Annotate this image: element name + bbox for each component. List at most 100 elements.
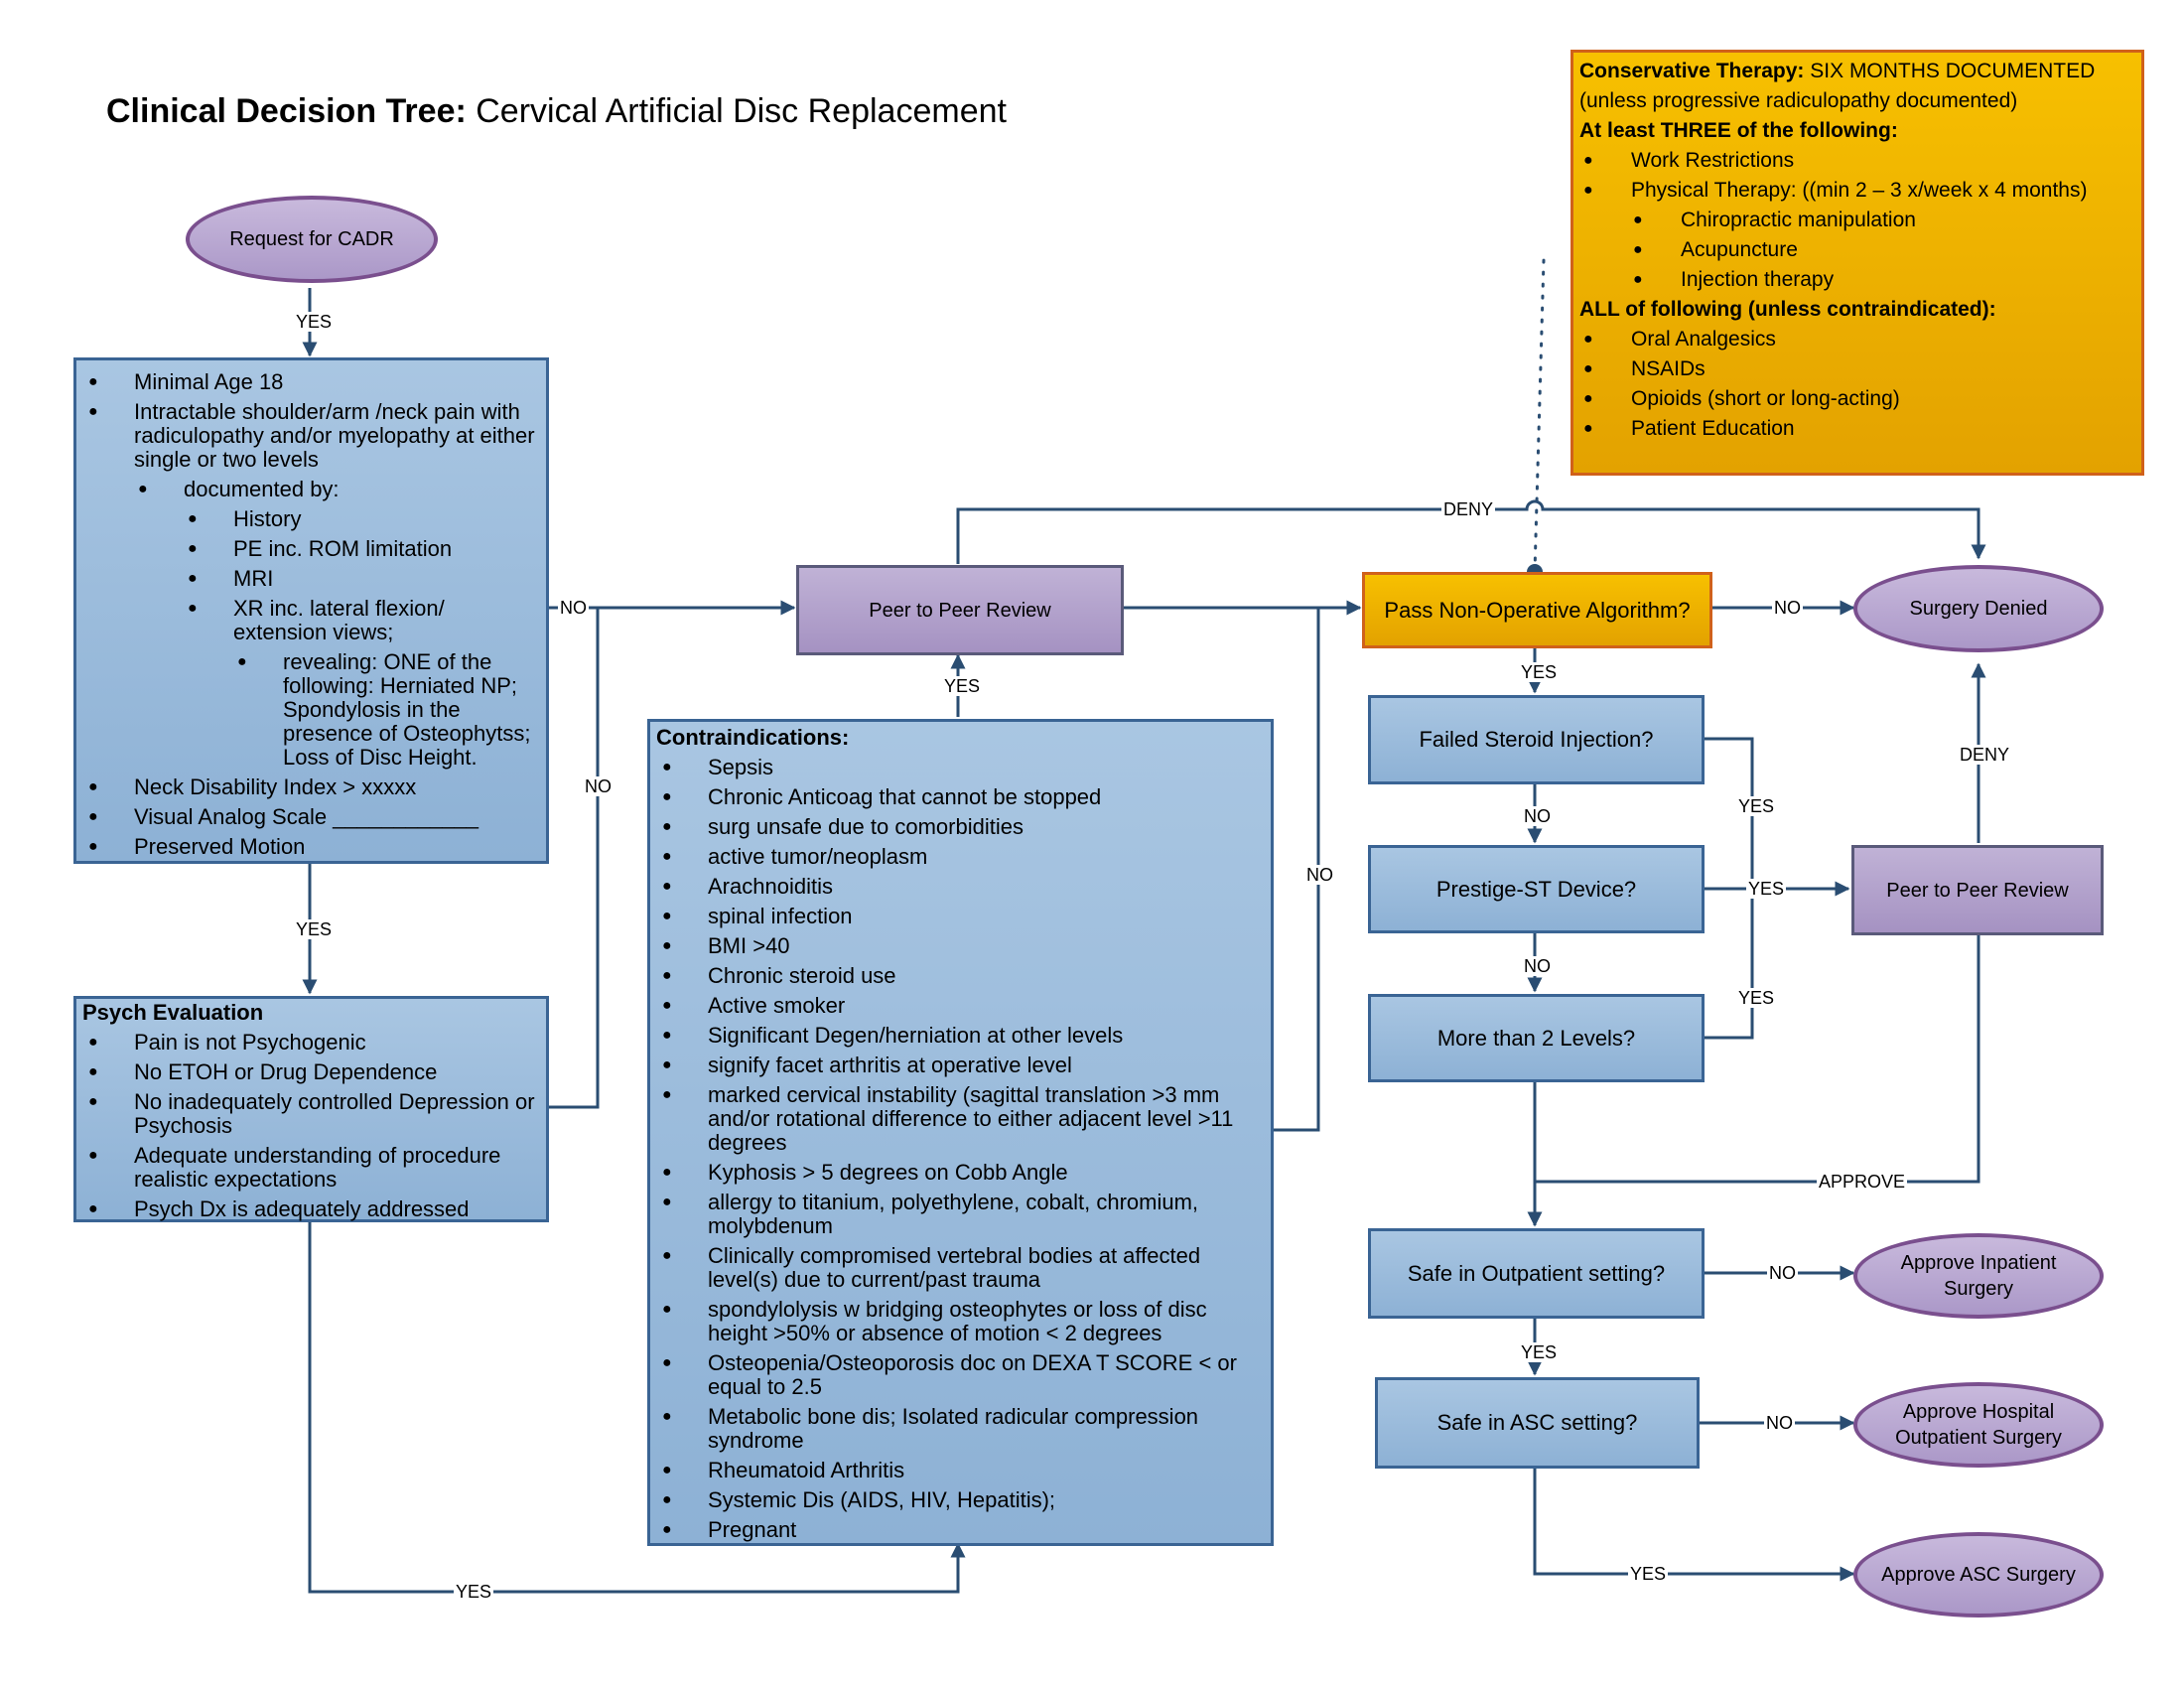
criteria-item: History [82,507,540,532]
title-bold: Clinical Decision Tree: [106,92,467,130]
edge-label-outpatient-no: NO [1767,1263,1798,1283]
peer-review-node-2: Peer to Peer Review [1851,845,2104,935]
pass-non-operative-node: Pass Non-Operative Algorithm? [1362,572,1712,648]
criteria-item: Intractable shoulder/arm /neck pain with… [82,400,540,472]
conservative-therapy-box: Conservative Therapy: SIX MONTHS DOCUMEN… [1570,50,2144,476]
edge-psych-to-contra [308,1218,966,1594]
edge-label-contra-no: NO [1304,865,1335,885]
safe-outpatient-label: Safe in Outpatient setting? [1407,1260,1666,1286]
conservative-subitem: Injection therapy [1579,265,2135,295]
approve-asc-node: Approve ASC Surgery [1853,1532,2104,1618]
edge-label-pass-yes: YES [1519,662,1560,682]
edge-label-criteria-yes: YES [294,919,335,939]
contraindication-item: Systemic Dis (AIDS, HIV, Hepatitis); [656,1488,1265,1513]
contraindication-item: BMI >40 [656,934,1265,959]
contraindication-item: active tumor/neoplasm [656,845,1265,870]
conservative-item: Work Restrictions [1579,146,2135,176]
conservative-item: Opioids (short or long-acting) [1579,384,2135,414]
edge-label-peer1-deny: DENY [1441,499,1496,519]
contraindication-item: Osteopenia/Osteoporosis doc on DEXA T SC… [656,1351,1265,1399]
psych-header: Psych Evaluation [82,1000,264,1025]
approve-hospital-outpatient-label: Approve Hospital Outpatient Surgery [1895,1401,2062,1449]
edge-asc-yes [1533,1468,1855,1582]
edge-steroid-yes [1704,737,1754,889]
edge-label-psych-yes: YES [454,1582,494,1602]
edge-label-request-yes: YES [294,312,335,332]
edge-peer2-approve [1535,934,1980,1184]
contraindication-item: Pregnant [656,1518,1265,1543]
peer-review-2-label: Peer to Peer Review [1886,879,2069,902]
request-cadr-label: Request for CADR [229,228,394,250]
safe-asc-label: Safe in ASC setting? [1436,1410,1638,1435]
conservative-note: (unless progressive radiculopathy docume… [1579,89,2018,112]
edge-label-contra-yes: YES [942,676,983,696]
conservative-item: Oral Analgesics [1579,325,2135,354]
edge-label-prestige-yes: YES [1746,879,1787,899]
edge-label-asc-yes: YES [1628,1564,1669,1584]
conservative-heading-bold: Conservative Therapy: [1579,60,1805,82]
request-cadr-node: Request for CADR [186,196,438,283]
psych-list: Pain is not Psychogenic No ETOH or Drug D… [82,1031,540,1222]
more-levels-label: More than 2 Levels? [1436,1025,1636,1051]
edge-label-peer2-deny: DENY [1958,745,2012,765]
contraindication-item: surg unsafe due to comorbidities [656,815,1265,840]
criteria-item: XR inc. lateral flexion/ extension views… [82,597,540,644]
contraindications-list: SepsisChronic Anticoag that cannot be st… [656,756,1265,1543]
contraindication-item: Chronic steroid use [656,964,1265,989]
conservative-subitem: Chiropractic manipulation [1579,206,2135,235]
contraindication-item: Metabolic bone dis; Isolated radicular c… [656,1405,1265,1453]
peer-review-label: Peer to Peer Review [869,599,1051,622]
contraindication-item: Rheumatoid Arthritis [656,1459,1265,1483]
failed-steroid-node: Failed Steroid Injection? [1368,695,1705,784]
prestige-device-node: Prestige-ST Device? [1368,845,1705,933]
edge-psych-to-peer1 [549,608,600,1109]
criteria-item: documented by: [82,478,540,502]
prestige-device-label: Prestige-ST Device? [1435,876,1637,902]
page-title: Clinical Decision Tree: Cervical Artific… [106,92,1007,131]
edge-label-criteria-no: NO [558,598,589,618]
edge-peer1-deny [956,499,1986,564]
approve-inpatient-node: Approve Inpatient Surgery [1853,1233,2104,1319]
psych-item: No ETOH or Drug Dependence [82,1060,540,1085]
surgery-denied-node: Surgery Denied [1853,565,2104,652]
conservative-item: Patient Education [1579,414,2135,444]
approve-inpatient-label: Approve Inpatient Surgery [1900,1252,2057,1300]
conservative-heading: Conservative Therapy: SIX MONTHS DOCUMEN… [1579,57,2135,86]
conservative-subheading: ALL of following (unless contraindicated… [1579,298,1996,321]
safe-asc-node: Safe in ASC setting? [1375,1377,1700,1469]
contraindication-item: marked cervical instability (sagittal tr… [656,1083,1265,1155]
criteria-item: Minimal Age 18 [82,370,540,395]
contraindication-item: allergy to titanium, polyethylene, cobal… [656,1191,1265,1238]
approve-hospital-outpatient-node: Approve Hospital Outpatient Surgery [1853,1382,2104,1468]
conservative-item: NSAIDs [1579,354,2135,384]
contraindication-item: Sepsis [656,756,1265,780]
conservative-subitem: Acupuncture [1579,235,2135,265]
conservative-heading-text: SIX MONTHS DOCUMENTED [1804,60,2096,82]
edge-label-levels-yes: YES [1736,988,1777,1008]
dotted-link-conservative [1533,258,1546,574]
edge-label-peer2-approve: APPROVE [1817,1172,1908,1192]
psych-item: Pain is not Psychogenic [82,1031,540,1055]
edge-contra-to-pass [1274,608,1320,1132]
psych-evaluation-box: Psych Evaluation Pain is not Psychogenic… [73,996,549,1222]
contraindications-box: Contraindications: SepsisChronic Anticoa… [647,719,1274,1546]
criteria-item: MRI [82,567,540,592]
surgery-denied-label: Surgery Denied [1909,598,2048,620]
title-rest: Cervical Artificial Disc Replacement [466,92,1007,130]
contraindication-item: Kyphosis > 5 degrees on Cobb Angle [656,1161,1265,1186]
failed-steroid-label: Failed Steroid Injection? [1419,727,1654,752]
psych-item: No inadequately controlled Depression or… [82,1090,540,1138]
criteria-item: PE inc. ROM limitation [82,537,540,562]
edge-label-prestige-no: NO [1522,956,1553,976]
criteria-list: Minimal Age 18 Intractable shoulder/arm /… [82,370,540,860]
edge-levels-yes [1704,889,1754,1040]
pass-non-operative-label: Pass Non-Operative Algorithm? [1384,597,1691,623]
criteria-item: Neck Disability Index > xxxxx [82,775,540,800]
contraindication-item: spinal infection [656,905,1265,929]
contraindication-item: Chronic Anticoag that cannot be stopped [656,785,1265,810]
conservative-item: Physical Therapy: ((min 2 – 3 x/week x 4… [1579,176,2135,206]
psych-item: Psych Dx is adequately addressed [82,1197,540,1222]
safe-outpatient-node: Safe in Outpatient setting? [1368,1228,1705,1319]
edge-label-psych-no: NO [583,776,614,796]
